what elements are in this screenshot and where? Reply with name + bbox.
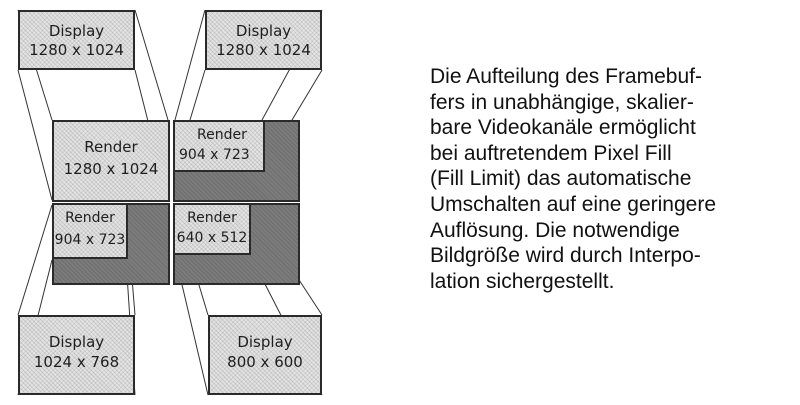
- render-top-left: Render 1280 x 1024: [52, 120, 170, 202]
- render-title: Render: [197, 127, 247, 143]
- description-line: lation sichergestellt.: [430, 269, 615, 293]
- render-resolution: 904 x 723: [179, 147, 250, 163]
- render-resolution: 904 x 723: [54, 232, 126, 248]
- description-line: fers in unabhängige, skalier-: [430, 90, 694, 114]
- description-line: Bildgröße wird durch Interpo-: [430, 244, 701, 268]
- display-resolution: 800 x 600: [227, 353, 303, 371]
- display-resolution: 1280 x 1024: [216, 41, 311, 59]
- description-line: Umschalten auf eine geringere: [430, 192, 717, 216]
- render-title: Render: [187, 210, 237, 226]
- display-title: Display: [48, 333, 105, 351]
- render-resolution: 1280 x 1024: [63, 160, 159, 178]
- render-title: Render: [84, 138, 138, 156]
- description-text: Die Aufteilung des Framebuf- fers in una…: [430, 64, 800, 294]
- display-title: Display: [237, 333, 293, 351]
- description-line: Die Aufteilung des Framebuf-: [430, 65, 702, 88]
- description-line: (Fill Limit) das automatische: [430, 167, 692, 191]
- render-top-right: Render 904 x 723: [173, 120, 265, 172]
- display-resolution: 1280 x 1024: [29, 41, 124, 59]
- display-bottom-right: Display 800 x 600: [208, 315, 322, 395]
- render-bottom-right: Render 640 x 512: [173, 203, 251, 255]
- display-top-right: Display 1280 x 1024: [205, 10, 322, 70]
- display-title: Display: [235, 22, 292, 40]
- render-resolution: 640 x 512: [176, 230, 248, 246]
- description-line: bare Videokanäle ermöglicht: [430, 116, 696, 140]
- display-top-left: Display 1280 x 1024: [18, 10, 135, 70]
- display-title: Display: [48, 22, 105, 40]
- description-line: bei auftretendem Pixel Fill: [430, 141, 672, 165]
- display-resolution: 1024 x 768: [33, 353, 120, 371]
- render-title: Render: [65, 210, 115, 226]
- render-bottom-left: Render 904 x 723: [52, 203, 128, 259]
- display-bottom-left: Display 1024 x 768: [18, 315, 135, 395]
- description-line: Auflösung. Die notwendige: [430, 218, 680, 242]
